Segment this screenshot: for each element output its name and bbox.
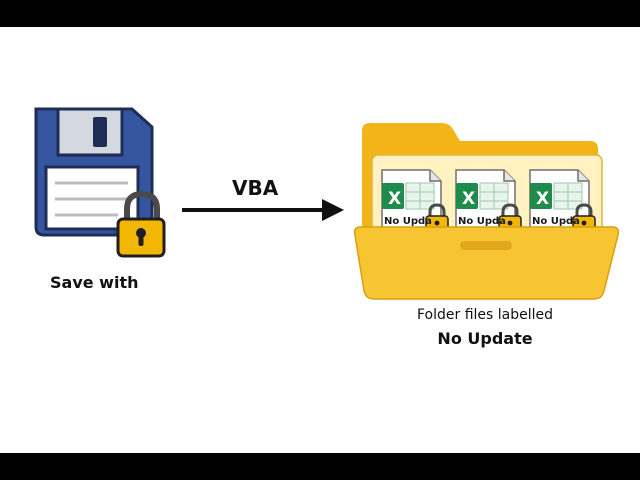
excel-badge: X	[388, 189, 402, 209]
excel-badge: X	[462, 189, 476, 209]
arrow-label: VBA	[232, 176, 279, 200]
file-label: No Upda	[384, 216, 432, 227]
folder-caption: Folder files labelled	[416, 307, 554, 323]
diagram-graphics	[34, 107, 620, 300]
save-label: Save with	[50, 273, 139, 292]
arrow-right-icon	[182, 199, 344, 221]
file-label: No Upda	[458, 216, 506, 227]
floppy-disk-icon	[34, 107, 154, 237]
file-label: No Upda	[532, 216, 580, 227]
folder-caption-emphasis: No Update	[437, 329, 533, 348]
diagram-canvas: X X X No Upda No Upda No Upda Save with …	[0, 27, 640, 453]
padlock-icon	[116, 190, 166, 258]
excel-badge: X	[536, 189, 550, 209]
folder-front	[353, 226, 620, 300]
